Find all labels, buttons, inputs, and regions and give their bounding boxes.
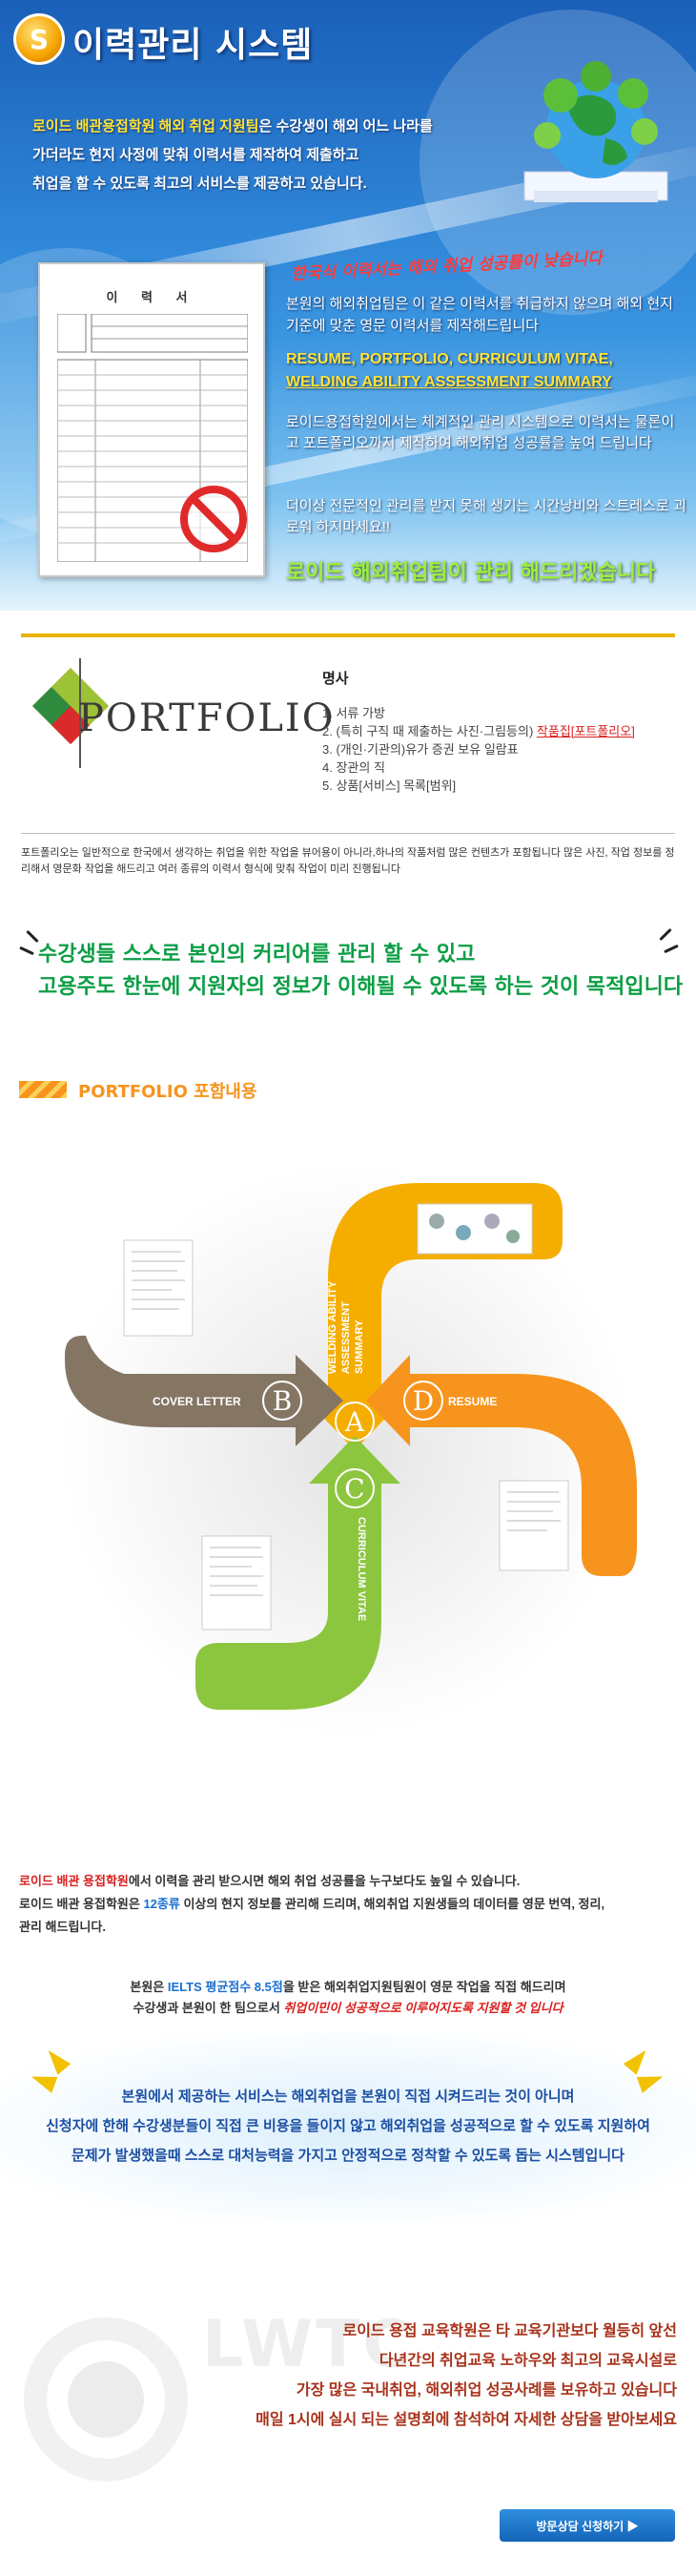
definition-highlight: 작품집[포트폴리오] <box>536 724 635 738</box>
definition-item: 3. (개인·기관의)유가 증권 보유 일람표 <box>322 742 519 757</box>
letter-b-badge: B <box>262 1381 302 1421</box>
ielts-block: 본원은 IELTS 평균점수 8.5점을 받은 해외취업지원팀원이 영문 작업을… <box>130 1980 566 2015</box>
hero-paragraph-2: 로이드용접학원에서는 체계적인 관리 시스템으로 이력서는 물론이고 포트폴리오… <box>286 414 675 451</box>
arm-c-shape <box>195 1436 400 1710</box>
hero-keywords-2: WELDING ABILITY ASSESSMENT SUMMARY <box>286 374 612 390</box>
prohibited-icon <box>180 486 247 552</box>
definition-heading: 명사 <box>322 670 349 687</box>
resume-form-lines <box>57 314 248 562</box>
certificate-title: 이 력 서 <box>106 291 197 305</box>
burst-mark <box>623 2045 653 2075</box>
bottom-block: LWTC 로이드 용접 교육학원은 타 교육기관보다 월등히 앞선 다년간의 취… <box>0 2271 696 2576</box>
label-d: RESUME <box>448 1395 497 1408</box>
resume-doc-d <box>499 1480 569 1571</box>
arm-d-shape <box>366 1355 637 1576</box>
hero-slogan: 로이드 해외취업팀이 관리 해드리겠습니다 <box>286 561 656 585</box>
definition-item: 1. 서류 가방 <box>322 706 385 720</box>
label-c: CURRICULUM VITAE <box>356 1517 367 1621</box>
logo-icon: S <box>13 13 65 65</box>
spark-mark <box>26 929 39 944</box>
hero-title-bar: S 이력관리 시스템 <box>13 13 357 65</box>
globe-tree-icon <box>523 61 668 202</box>
stripe-flag-icon <box>19 1081 67 1098</box>
resume-doc-c <box>201 1535 272 1631</box>
svg-text:B: B <box>273 1385 293 1417</box>
spark-mark <box>659 927 672 942</box>
intro-line1: 은 수강생이 해외 어느 나라를 <box>258 118 433 135</box>
hero-paragraph-1: 본원의 해외취업팀은 이 같은 이력서를 취급하지 않으며 해외 현지 기준에 … <box>286 296 673 334</box>
hero-banner: S 이력관리 시스템 로이드 배관용접학원 해외 취업 지원팀은 수강생이 해외… <box>0 0 696 611</box>
svg-text:A: A <box>344 1406 365 1438</box>
resume-doc-a <box>417 1203 533 1255</box>
info-block: 로이드 배관 용접학원에서 이력을 관리 받으시면 해외 취업 성공률을 누구보… <box>19 1870 677 1939</box>
info-line1: 에서 이력을 관리 받으시면 해외 취업 성공률을 누구보다도 높일 수 있습니… <box>128 1874 521 1888</box>
portfolio-logo-word: PORTFOLIO <box>78 696 336 740</box>
info-count: 12종류 <box>143 1897 180 1911</box>
spark-mark <box>19 945 34 956</box>
goal-line-2: 고용주도 한눈에 지원자의 정보가 이해될 수 있도록 하는 것이 목적입니다 <box>38 975 684 999</box>
intro-emphasis: 로이드 배관용접학원 해외 취업 지원팀 <box>32 118 259 135</box>
page-title: 이력관리 시스템 <box>72 26 314 65</box>
portfolio-components-diagram: A B C D WELDING ABILITY ASSESSMENT SUMMA… <box>62 1164 637 1736</box>
includes-title-text: PORTFOLIO 포함내용 <box>78 1082 257 1102</box>
label-a: WELDING ABILITY ASSESSMENT SUMMARY <box>327 1280 365 1374</box>
ielts-score: IELTS 평균점수 8.5점 <box>167 1980 283 1994</box>
service-text: 본원에서 제공하는 서비스는 해외취업을 본원이 직접 시켜드리는 것이 아니며… <box>46 2088 650 2164</box>
portfolio-description: 포트폴리오는 일반적으로 한국에서 생각하는 취업을 위한 작업을 뷰어용이 아… <box>21 847 675 875</box>
watermark-text: LWTC <box>202 2307 414 2382</box>
portfolio-logo-mark <box>32 658 109 768</box>
spark-mark <box>664 944 679 954</box>
intro-line2: 가더라도 현지 사정에 맞춰 이력서를 제작하여 제출하고 <box>32 147 359 163</box>
hero-keywords-1: RESUME, PORTFOLIO, CURRICULUM VITAE, <box>286 351 613 367</box>
section-divider-thin <box>21 833 675 834</box>
label-b: COVER LETTER <box>153 1395 241 1408</box>
svg-text:SUMMARY: SUMMARY <box>354 1319 365 1374</box>
svg-text:D: D <box>413 1385 434 1417</box>
svg-text:WELDING ABILITY: WELDING ABILITY <box>327 1280 338 1374</box>
letter-c-badge: C <box>335 1468 375 1508</box>
letter-a-badge: A <box>335 1402 375 1442</box>
visit-consultation-button[interactable]: 방문상담 신청하기 ▶ <box>500 2509 675 2542</box>
letter-d-badge: D <box>403 1381 443 1421</box>
portfolio-logo: PORTFOLIO <box>23 658 334 773</box>
hero-intro: 로이드 배관용접학원 해외 취업 지원팀은 수강생이 해외 어느 나라를 가더라… <box>32 113 509 198</box>
definition-item: 4. 장관의 직 <box>322 760 385 775</box>
ielts-promise: 취업이민이 성공적으로 이루어지도록 지원할 것 입니다 <box>283 2001 563 2015</box>
bottom-text: 로이드 용접 교육학원은 타 교육기관보다 월등히 앞선 다년간의 취업교육 노… <box>256 2323 677 2428</box>
intro-line3: 취업을 할 수 있도록 최고의 서비스를 제공하고 있습니다. <box>32 176 367 192</box>
burst-mark <box>41 2045 72 2075</box>
hero-paragraph-3: 더이상 전문적인 관리를 받지 못해 생기는 시간낭비와 스트레스로 괴로워 하… <box>286 498 686 535</box>
info-academy-name: 로이드 배관 용접학원 <box>19 1874 129 1888</box>
svg-text:C: C <box>344 1473 364 1505</box>
definition-item: 5. 상품[서비스] 목록[범위] <box>322 779 457 793</box>
resume-doc-b <box>123 1239 194 1337</box>
section-divider <box>21 634 675 637</box>
service-block: 본원에서 제공하는 서비스는 해외취업을 본원이 직접 시켜드리는 것이 아니며… <box>0 2032 696 2223</box>
korean-resume-image: 이 력 서 <box>38 262 265 577</box>
watermark-logo-icon <box>24 2317 188 2482</box>
svg-text:ASSESSMENT: ASSESSMENT <box>340 1301 352 1374</box>
info-line3: 관리 해드립니다. <box>19 1920 106 1934</box>
definition-list: 1. 서류 가방 2. (특히 구직 때 제출하는 사진·그림등의) 작품집[포… <box>322 704 635 795</box>
goal-line-1: 수강생들 스스로 본인의 커리어를 관리 할 수 있고 <box>38 943 476 966</box>
definition-item: 2. (특히 구직 때 제출하는 사진·그림등의) 작품집[포트폴리오] <box>322 724 635 738</box>
